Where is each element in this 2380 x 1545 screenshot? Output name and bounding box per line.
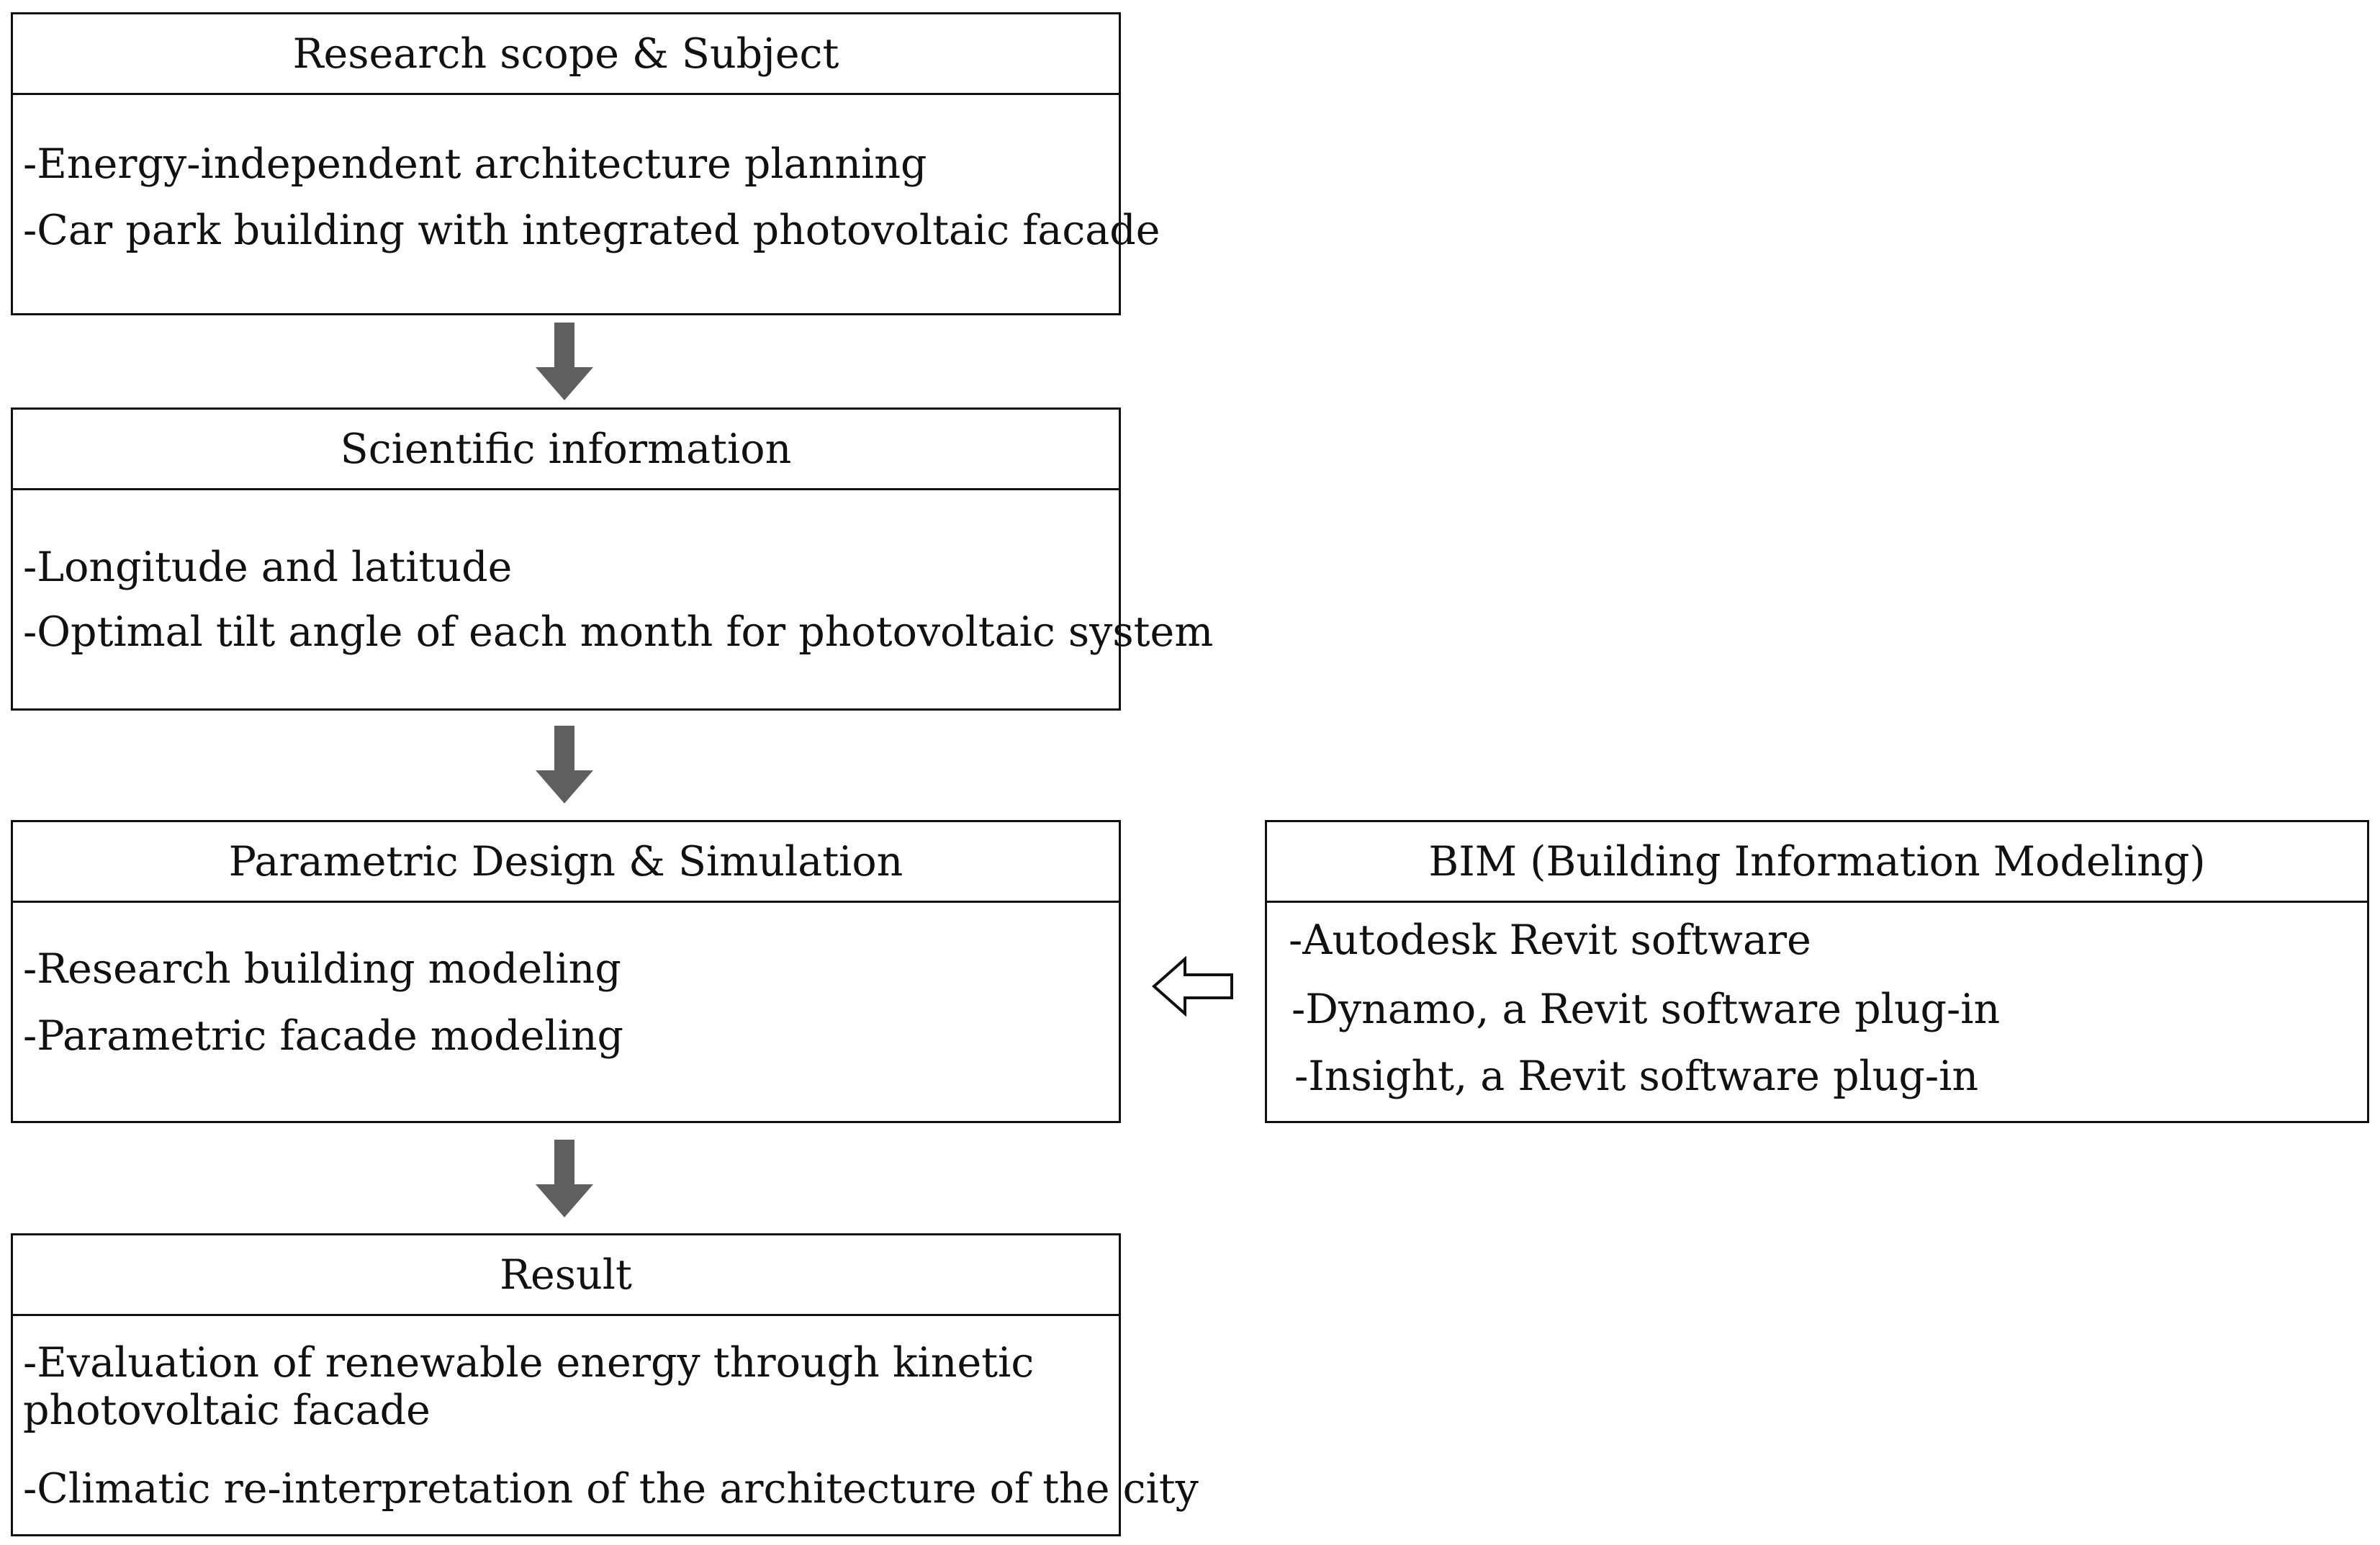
scientific-information-item-1: -Longitude and latitude bbox=[23, 544, 513, 591]
bim-item-2: -Dynamo, a Revit software plug-in bbox=[1292, 986, 2001, 1033]
bim-box: BIM (Building Information Modeling) -Aut… bbox=[1265, 820, 2369, 1123]
left-arrow-icon bbox=[1152, 956, 1233, 1017]
result-title: Result bbox=[13, 1235, 1119, 1316]
research-scope-box: Research scope & Subject -Energy-indepen… bbox=[11, 12, 1160, 315]
research-scope-title: Research scope & Subject bbox=[13, 14, 1119, 95]
result-box: Result -Evaluation of renewable energy t… bbox=[11, 1233, 1199, 1536]
research-scope-item-1: -Energy-independent architecture plannin… bbox=[23, 140, 927, 188]
parametric-design-item-1: -Research building modeling bbox=[23, 945, 621, 993]
research-scope-item-2: -Car park building with integrated photo… bbox=[23, 207, 1160, 254]
down-arrow-icon bbox=[536, 323, 593, 400]
result-item-1: -Evaluation of renewable energy through … bbox=[23, 1339, 1035, 1434]
down-arrow-icon bbox=[536, 1140, 593, 1217]
scientific-information-item-2: -Optimal tilt angle of each month for ph… bbox=[23, 608, 1214, 656]
bim-item-3: -Insight, a Revit software plug-in bbox=[1294, 1053, 1979, 1100]
bim-title: BIM (Building Information Modeling) bbox=[1267, 822, 2367, 903]
scientific-information-box: Scientific information -Longitude and la… bbox=[11, 407, 1213, 711]
bim-item-1: -Autodesk Revit software bbox=[1289, 916, 1811, 964]
result-item-2: -Climatic re-interpretation of the archi… bbox=[23, 1465, 1199, 1513]
down-arrow-icon bbox=[536, 726, 593, 803]
scientific-information-title: Scientific information bbox=[13, 410, 1119, 490]
parametric-design-item-2: -Parametric facade modeling bbox=[23, 1012, 624, 1060]
parametric-design-box: Parametric Design & Simulation -Research… bbox=[11, 820, 1121, 1123]
parametric-design-title: Parametric Design & Simulation bbox=[13, 822, 1119, 903]
